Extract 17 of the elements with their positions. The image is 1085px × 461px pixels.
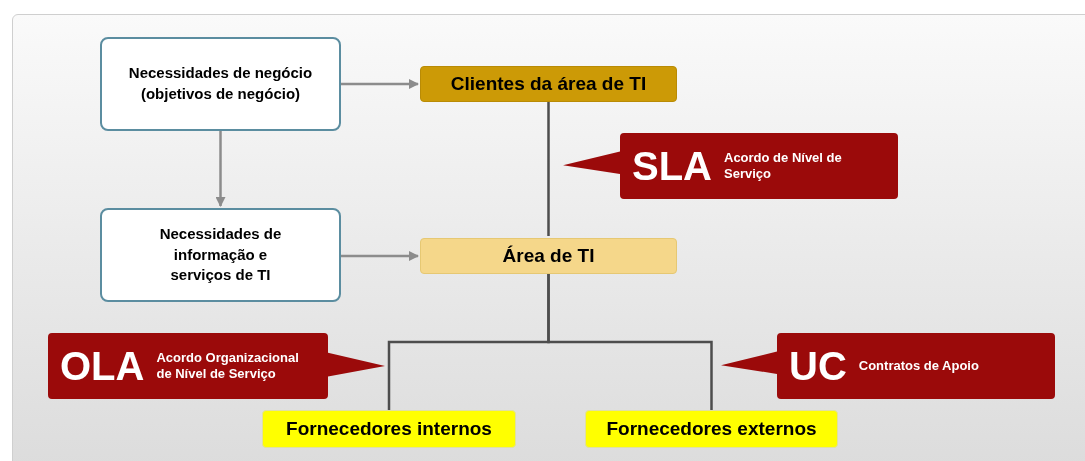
- arrow: [341, 251, 419, 261]
- process-box: Fornecedores internos: [262, 410, 516, 448]
- callout-text: Acordo de Nível de Serviço: [724, 149, 843, 183]
- callout-text: Acordo Organizacional de Nível de Serviço: [156, 349, 300, 383]
- acronym-text: SLA: [632, 146, 712, 186]
- process-box: Clientes da área de TI: [420, 66, 677, 102]
- process-box: Área de TI: [420, 238, 677, 274]
- acronym-text: OLA: [60, 346, 145, 386]
- arrow: [215, 131, 226, 207]
- process-box: Necessidades de informação e serviços de TI: [100, 208, 341, 302]
- arrow: [341, 79, 419, 89]
- connector-line: [547, 102, 550, 236]
- process-box: Fornecedores externos: [585, 410, 838, 448]
- callout-text: Contratos de Apoio: [858, 357, 980, 375]
- connector-line: [547, 274, 713, 410]
- process-box: Necessidades de negócio (objetivos de negócio): [100, 37, 341, 131]
- acronym-text: UC: [789, 346, 847, 386]
